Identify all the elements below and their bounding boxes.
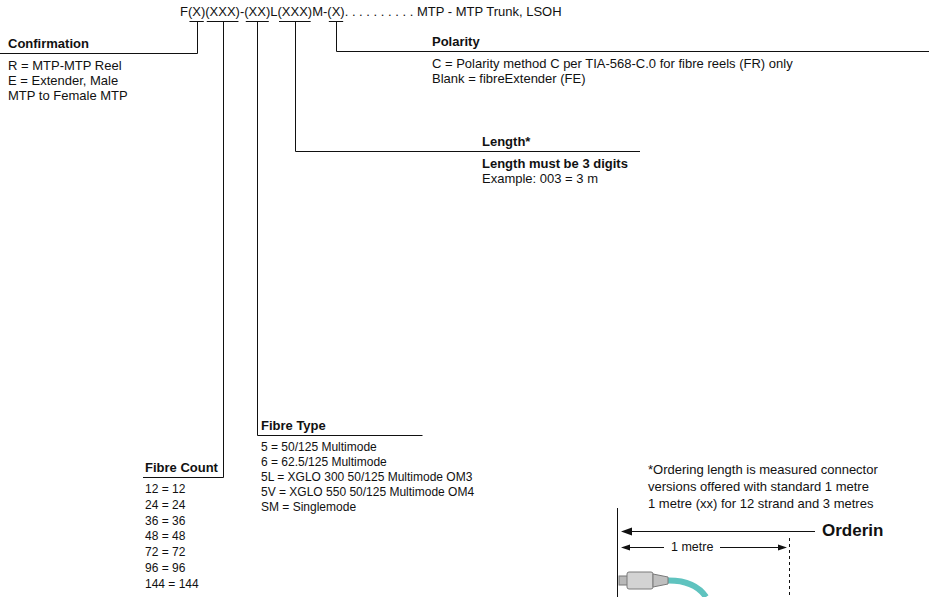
leader-line <box>223 22 224 478</box>
option-text: R = MTP-MTP Reel <box>8 58 122 73</box>
leader-line <box>258 435 423 436</box>
dimension-heading: Orderin <box>822 521 883 541</box>
option-text: 48 = 48 <box>145 529 185 544</box>
field-heading: Fibre Count <box>145 460 218 475</box>
leader-line <box>257 22 258 436</box>
dashed-line <box>789 538 790 597</box>
option-text: E = Extender, Male MTP to Female MTP <box>8 73 136 103</box>
field-heading: Polarity <box>432 34 480 49</box>
note-text: versions offered with standard 1 metre <box>648 479 869 494</box>
option-text: 5L = XGLO 300 50/125 Multimode OM3 <box>261 470 472 485</box>
segment-underline <box>189 21 203 22</box>
dimension-line <box>629 531 815 532</box>
option-text: 6 = 62.5/125 Multimode <box>261 455 387 470</box>
arrow-head <box>621 528 632 536</box>
option-text: 36 = 36 <box>145 514 185 529</box>
rule-text: Length must be 3 digits <box>482 156 628 171</box>
dimension-label: 1 metre <box>671 540 713 555</box>
note-text: 1 metre (xx) for 12 strand and 3 metres <box>648 496 873 511</box>
field-heading: Length* <box>482 134 530 149</box>
dimension-line <box>720 547 781 548</box>
field-heading: Fibre Type <box>261 418 326 433</box>
leader-line <box>143 477 224 478</box>
arrow-head <box>778 545 787 551</box>
reference-line <box>617 508 618 597</box>
fibre-cable <box>667 580 706 597</box>
option-text: 72 = 72 <box>145 545 185 560</box>
option-text: 24 = 24 <box>145 498 185 513</box>
segment-underline <box>207 21 239 22</box>
field-heading: Confirmation <box>8 36 89 51</box>
leader-line <box>295 22 296 152</box>
segment-underline <box>279 21 311 22</box>
leader-line <box>337 51 929 52</box>
option-text: 144 = 144 <box>145 577 199 592</box>
connector-boot <box>653 574 668 587</box>
part-number-template: F(X)(XXX)-(XX)L(XXX)M-(X). . . . . . . .… <box>180 4 562 20</box>
dimension-line <box>627 547 664 548</box>
option-text: 96 = 96 <box>145 561 185 576</box>
option-text: 5 = 50/125 Multimode <box>261 440 377 455</box>
leader-line <box>296 151 641 152</box>
leader-line <box>336 22 337 52</box>
leader-line <box>0 53 198 54</box>
option-text: SM = Singlemode <box>261 500 356 515</box>
note-text: *Ordering length is measured connector <box>648 462 878 477</box>
option-text: 5V = XGLO 550 50/125 Multimode OM4 <box>261 485 474 500</box>
arrow-head <box>621 545 630 551</box>
option-text: C = Polarity method C per TIA-568-C.0 fo… <box>432 56 793 71</box>
option-text: 12 = 12 <box>145 482 185 497</box>
example-text: Example: 003 = 3 m <box>482 171 598 186</box>
option-text: Blank = fibreExtender (FE) <box>432 71 586 86</box>
leader-line <box>197 22 198 54</box>
connector-body <box>627 572 653 589</box>
